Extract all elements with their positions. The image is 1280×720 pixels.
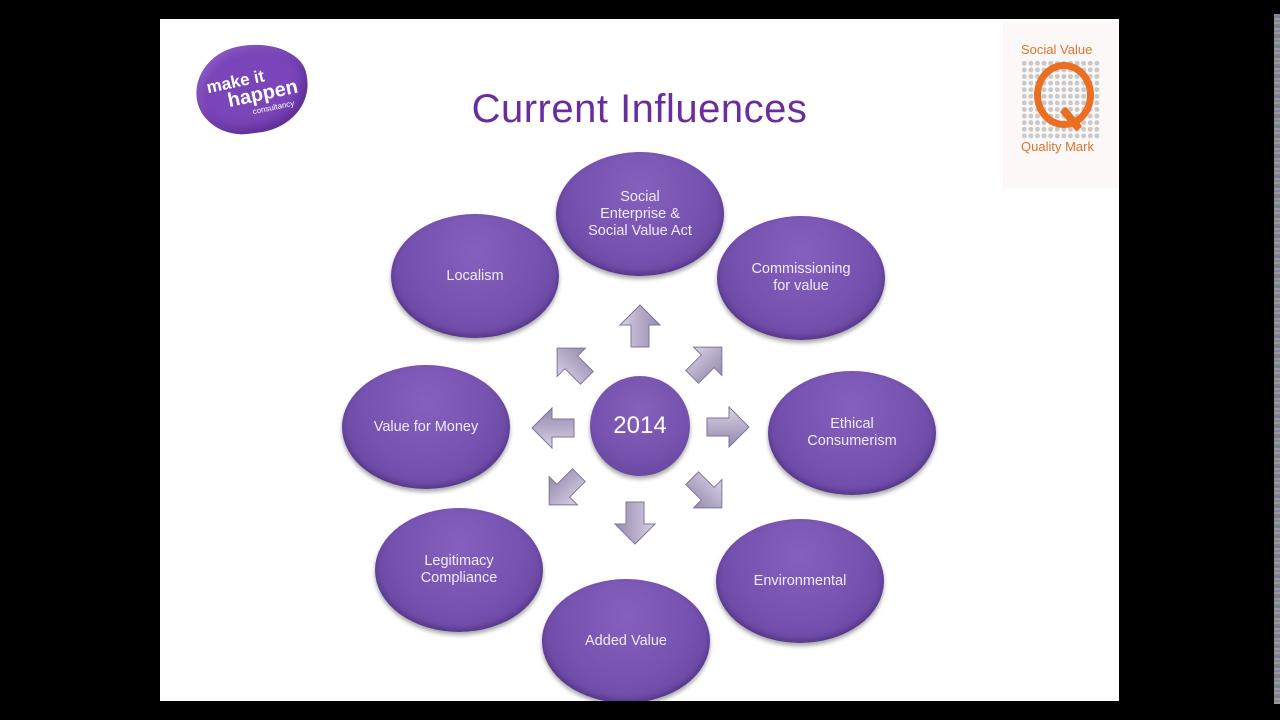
quality-mark-bottom-text: Quality Mark: [1021, 139, 1094, 154]
arrow-left-icon: [530, 405, 576, 451]
node-label: Ethical Consumerism: [807, 416, 897, 449]
arrow-down-left-icon: [531, 457, 596, 522]
video-edge-artifact: [1274, 14, 1280, 704]
node-label: Localism: [446, 267, 504, 284]
arrow-up-left-icon: [539, 330, 604, 395]
node-legitimacy-compliance: Legitimacy Compliance: [375, 508, 543, 632]
node-label: Value for Money: [373, 418, 479, 435]
node-ethical-consumerism: Ethical Consumerism: [768, 371, 936, 495]
node-label: Social Enterprise & Social Value Act: [588, 188, 692, 239]
node-label: Commissioning for value: [751, 261, 851, 294]
quality-mark-top-text: Social Value: [1021, 42, 1093, 57]
node-label: Legitimacy Compliance: [420, 553, 498, 586]
center-circle-2014: 2014: [590, 376, 690, 476]
slide: make it happen consultancy Social Value …: [160, 19, 1119, 701]
node-social-enterprise: Social Enterprise & Social Value Act: [556, 152, 724, 276]
node-environmental: Environmental: [716, 519, 884, 643]
node-label: Environmental: [753, 572, 847, 589]
arrow-up-right-icon: [674, 329, 739, 394]
center-label: 2014: [613, 412, 667, 439]
q-letter-icon: [1034, 62, 1094, 128]
arrow-down-icon: [612, 500, 658, 546]
arrow-down-right-icon: [674, 460, 739, 525]
arrow-right-icon: [705, 404, 751, 450]
social-value-quality-mark-logo: Social Value Quality Mark: [1003, 22, 1119, 188]
node-added-value: Added Value: [542, 579, 710, 701]
node-commissioning: Commissioning for value: [717, 216, 885, 340]
slide-title: Current Influences: [471, 87, 808, 131]
node-value-for-money: Value for Money: [342, 365, 510, 489]
arrow-up-icon: [617, 303, 663, 349]
node-localism: Localism: [391, 214, 559, 338]
node-label: Added Value: [585, 632, 667, 649]
